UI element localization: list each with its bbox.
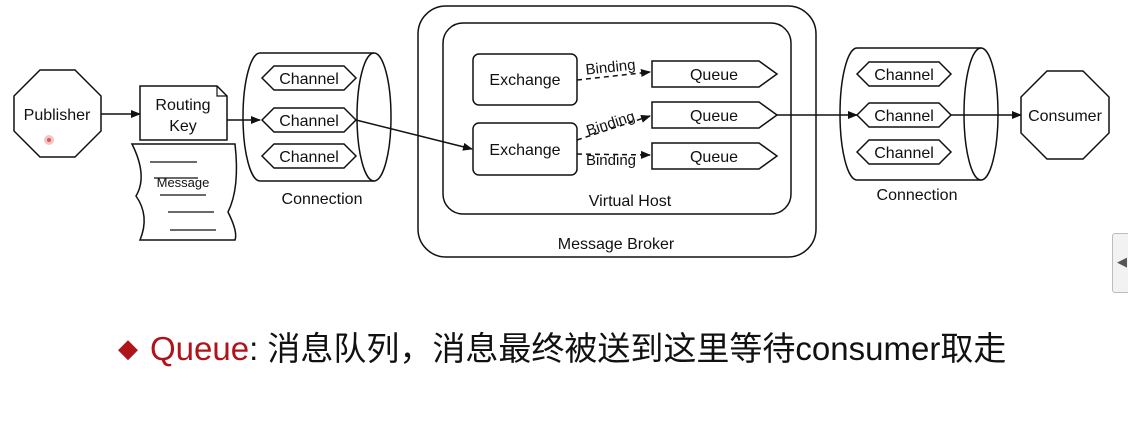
channel-left-2: Channel: [260, 107, 358, 133]
channel-right-1: Channel: [855, 61, 953, 87]
consumer-node: Consumer: [1020, 70, 1110, 160]
binding-line-2: [576, 115, 651, 141]
svg-text:Exchange: Exchange: [489, 72, 560, 89]
channel-right-3: Channel: [855, 139, 953, 165]
svg-text:Channel: Channel: [279, 71, 339, 88]
side-panel-toggle[interactable]: ◀: [1112, 233, 1128, 293]
binding-label-3: Binding: [586, 152, 636, 169]
binding-label-2: Binding: [584, 108, 637, 140]
publisher-label: Publisher: [24, 107, 91, 124]
channel-right-2: Channel: [855, 102, 953, 128]
queue-3: Queue: [651, 142, 779, 170]
connection-right-label: Connection: [877, 187, 958, 204]
message-broker-box: [417, 5, 817, 258]
routing-key-line1: Routing: [155, 97, 210, 114]
svg-text:Channel: Channel: [279, 113, 339, 130]
caption-term: Queue: [150, 330, 250, 367]
routing-key-line2: Key: [169, 118, 197, 135]
diamond-bullet-icon: ◆: [118, 333, 138, 363]
svg-text:Queue: Queue: [690, 149, 738, 166]
svg-text:Channel: Channel: [874, 67, 934, 84]
message-label: Message: [157, 175, 210, 190]
publisher-node: Publisher: [13, 69, 102, 158]
virtual-host-box: [442, 22, 792, 215]
svg-text:Exchange: Exchange: [489, 142, 560, 159]
svg-text:Queue: Queue: [690, 67, 738, 84]
caption-line: ◆ Queue: 消息队列，消息最终被送到这里等待consumer取走: [118, 322, 1006, 370]
queue-2: Queue: [651, 101, 779, 129]
cursor-pointer-dot: [47, 138, 51, 142]
queue-1: Queue: [651, 60, 779, 88]
channel-to-exchange-arrow: [355, 119, 473, 151]
caret-left-icon: ◀: [1117, 254, 1127, 269]
architecture-diagram: Publisher Routing Key Message Connection…: [13, 5, 1110, 258]
exchange-2: Exchange: [472, 122, 578, 176]
binding-label-1: Binding: [585, 56, 637, 78]
message-document: Message: [130, 143, 238, 241]
connection-left-label: Connection: [282, 191, 363, 208]
svg-text:Queue: Queue: [690, 108, 738, 125]
routing-key-note: Routing Key: [139, 85, 228, 141]
message-broker-label: Message Broker: [558, 236, 675, 253]
svg-text:Channel: Channel: [874, 108, 934, 125]
exchange-1: Exchange: [472, 53, 578, 106]
consumer-label: Consumer: [1028, 108, 1102, 125]
binding-line-1: [576, 69, 651, 81]
channel-left-1: Channel: [260, 65, 358, 91]
channel-left-3: Channel: [260, 143, 358, 169]
caption-text: : 消息队列，消息最终被送到这里等待consumer取走: [249, 330, 1007, 367]
svg-text:Channel: Channel: [279, 149, 339, 166]
svg-text:Channel: Channel: [874, 145, 934, 162]
virtual-host-label: Virtual Host: [589, 193, 672, 210]
binding-line-3: [576, 150, 651, 159]
